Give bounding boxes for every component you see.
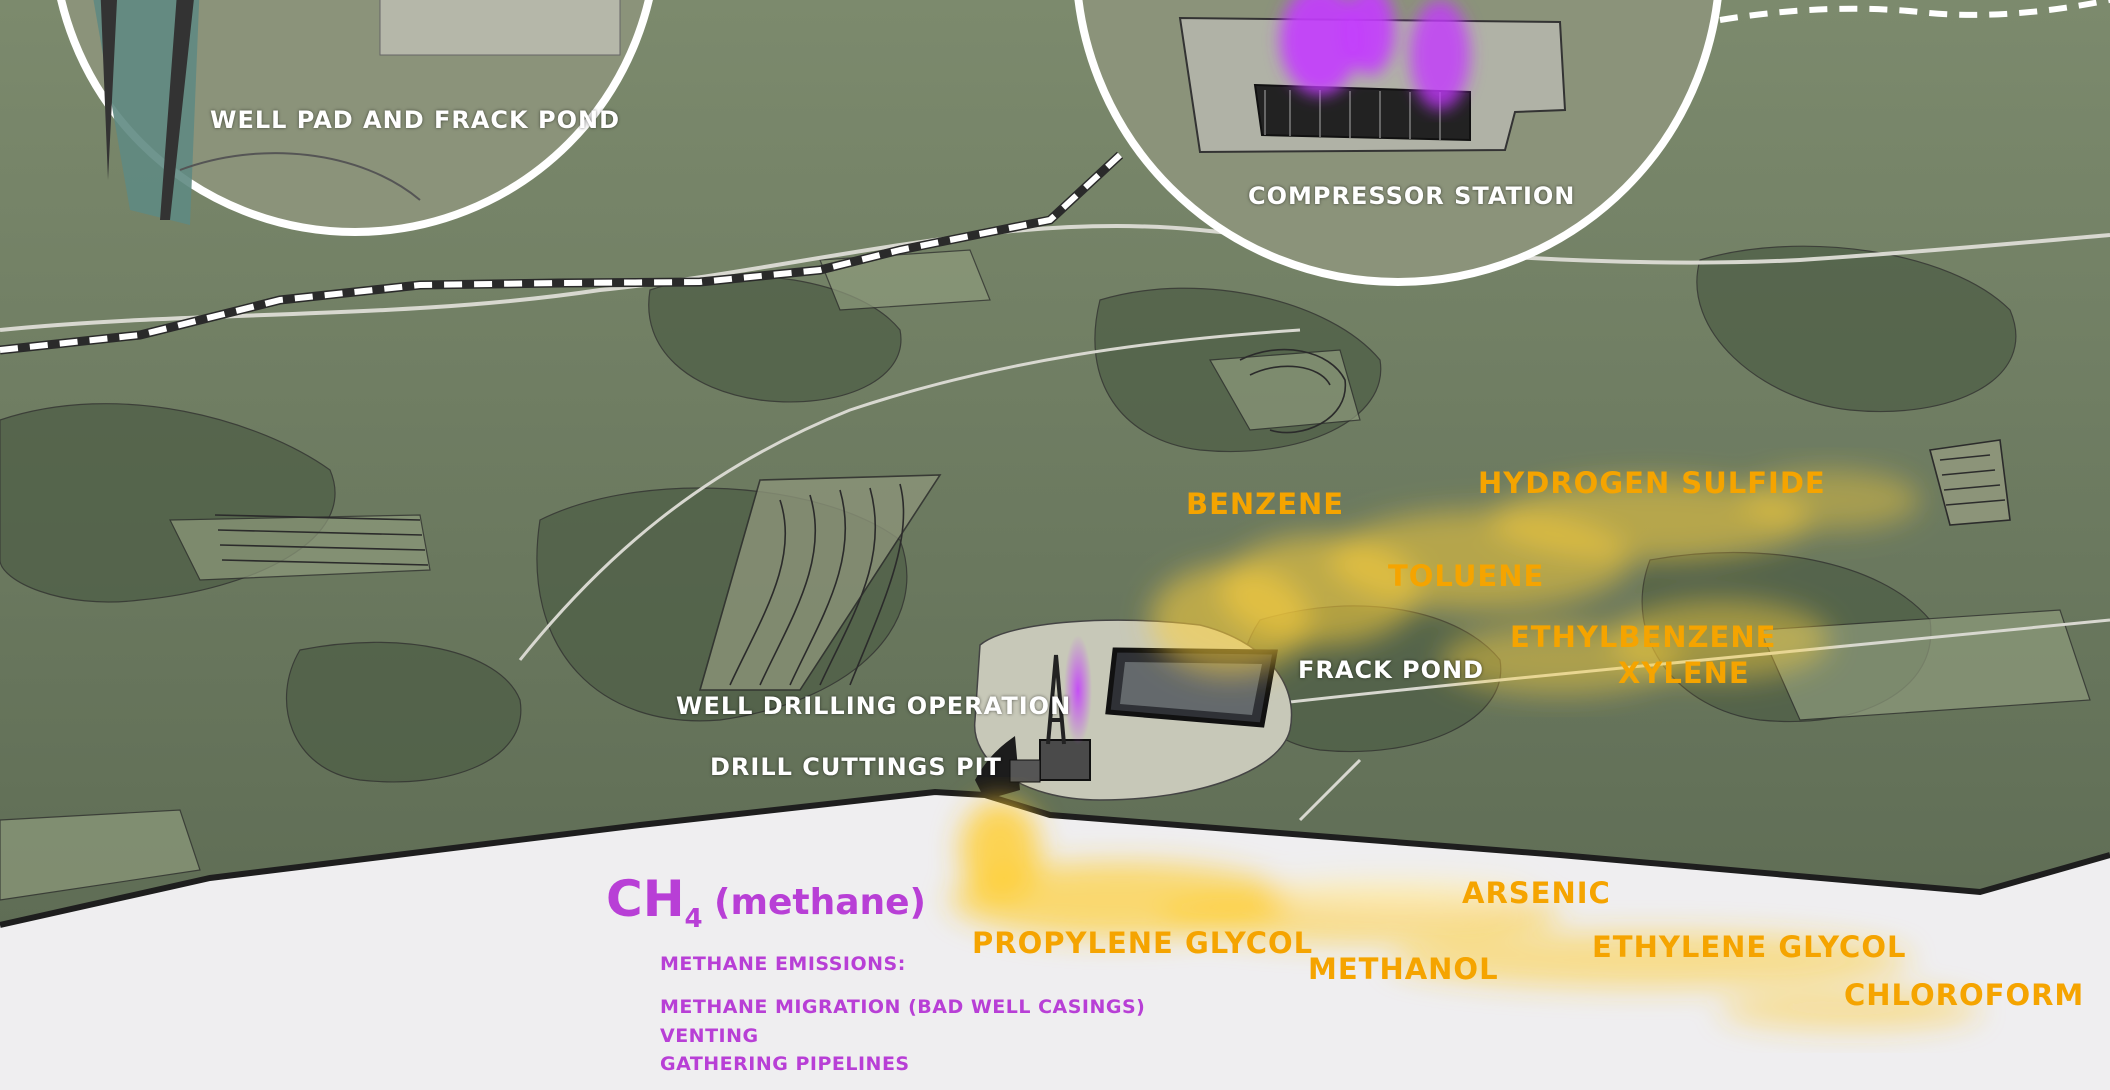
chemical-ethylbenzene: ETHYLBENZENE bbox=[1510, 620, 1777, 654]
rig-methane-plume bbox=[1064, 635, 1092, 745]
label-well-drilling: WELL DRILLING OPERATION bbox=[676, 692, 1072, 720]
chemical-arsenic: ARSENIC bbox=[1462, 876, 1611, 910]
methane-emissions-heading: METHANE EMISSIONS: bbox=[660, 953, 906, 975]
chemical-benzene: BENZENE bbox=[1186, 487, 1345, 521]
methane-item-venting: VENTING bbox=[660, 1025, 759, 1047]
methane-item-pipelines: GATHERING PIPELINES bbox=[660, 1053, 910, 1075]
inset-label-well-pad: WELL PAD AND FRACK POND bbox=[210, 106, 620, 134]
label-frack-pond: FRACK POND bbox=[1298, 656, 1485, 684]
ground-surface-line bbox=[0, 788, 2110, 928]
label-drill-cuttings-pit: DRILL CUTTINGS PIT bbox=[710, 753, 1002, 781]
chemical-xylene: XYLENE bbox=[1618, 656, 1750, 690]
inset-well-pad bbox=[57, 0, 653, 236]
methane-formula: CH4 bbox=[606, 870, 703, 934]
chemical-ethylene-glycol: ETHYLENE GLYCOL bbox=[1592, 930, 1907, 964]
chemical-methanol: METHANOL bbox=[1308, 952, 1499, 986]
groundwater-contamination-plume bbox=[950, 800, 1980, 1030]
chemical-propylene-glycol: PROPYLENE GLYCOL bbox=[972, 926, 1314, 960]
inset-compressor-station bbox=[1074, 0, 1722, 286]
drill-cuttings-pit bbox=[975, 736, 1020, 800]
chemical-toluene: TOLUENE bbox=[1388, 559, 1545, 593]
chemical-chloroform: CHLOROFORM bbox=[1844, 978, 2085, 1012]
pipeline-dashes-top-right bbox=[1719, 0, 2110, 23]
chemical-hydrogen-sulfide: HYDROGEN SULFIDE bbox=[1478, 466, 1826, 500]
crop-field-stripes bbox=[214, 348, 2011, 691]
drilling-rig bbox=[1009, 654, 1091, 783]
air-pollution-plume bbox=[1150, 470, 1920, 695]
methane-formula-main: CH bbox=[606, 870, 685, 928]
methane-name: (methane) bbox=[714, 882, 927, 923]
gathering-pipeline-dashes bbox=[0, 152, 1123, 353]
ground-cross-section bbox=[0, 792, 2110, 1090]
methane-item-migration: METHANE MIGRATION (BAD WELL CASINGS) bbox=[660, 996, 1146, 1018]
inset-label-compressor: COMPRESSOR STATION bbox=[1248, 182, 1576, 210]
methane-formula-subscript: 4 bbox=[684, 904, 703, 934]
